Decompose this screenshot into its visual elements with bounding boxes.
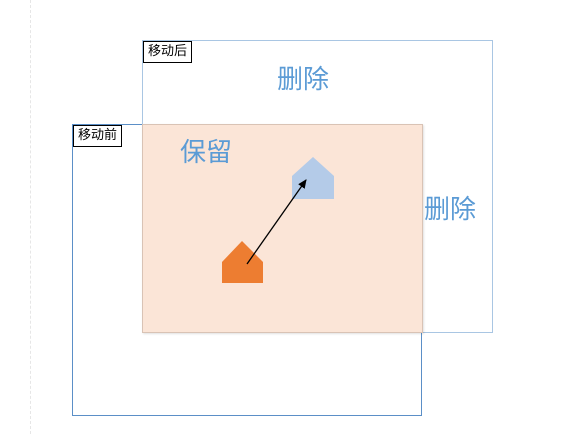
label-before-move: 移动前	[73, 125, 123, 147]
house-icon-after	[292, 157, 334, 199]
label-after-move: 移动后	[143, 41, 193, 63]
page-margin-line	[30, 0, 31, 434]
label-keep: 保留	[180, 138, 233, 168]
label-delete-right: 删除	[424, 195, 477, 225]
house-icon-before	[222, 241, 263, 283]
move-arrow	[246, 179, 307, 265]
overlap-region	[142, 124, 423, 333]
label-delete-top: 删除	[277, 65, 330, 95]
